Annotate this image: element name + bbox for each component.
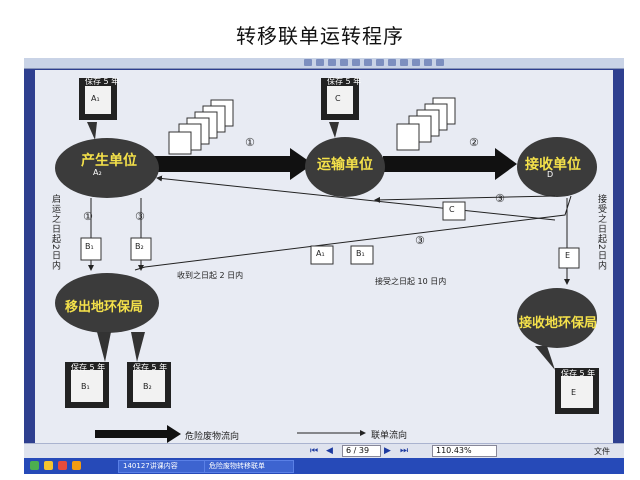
kept-doc-label: 保存 5 年 — [85, 77, 120, 86]
taskbar-item-1[interactable]: 140127讲课内容 — [118, 460, 208, 473]
transporter-label: 运输单位 — [317, 157, 373, 173]
start-2days-label: 启运之日起2日内 — [50, 194, 60, 271]
quicklaunch-icon[interactable] — [44, 461, 53, 470]
start-icon[interactable] — [30, 461, 39, 470]
doc-b1-mid-text: B₁ — [356, 249, 365, 258]
callout-tail — [87, 122, 97, 140]
transporter-ellipse — [305, 137, 385, 197]
windows-taskbar: 140127讲课内容 危险废物转移联单 — [24, 458, 624, 474]
toolbar-button[interactable] — [328, 59, 336, 66]
receive-epb-ellipse — [517, 288, 597, 348]
doc-a1-text: A₁ — [316, 249, 325, 258]
export-epb-label: 移出地环保局 — [65, 300, 144, 315]
kept-doc-c: C — [335, 94, 341, 103]
doc-e — [558, 247, 580, 269]
accepted-2days-label: 接受之日起2日内 — [596, 194, 606, 271]
kept-doc-a1: A₁ — [91, 94, 100, 103]
toolbar-button[interactable] — [388, 59, 396, 66]
slide-title: 转移联单运转程序 — [236, 24, 404, 48]
prev-page-button[interactable]: ◀ — [326, 446, 333, 456]
viewer-right-label: 文件 — [594, 447, 610, 456]
quicklaunch-icon[interactable] — [58, 461, 67, 470]
bottom-kept-b2: B₂ — [143, 382, 152, 391]
viewer-navbar: ⏮ ◀ 6 / 39 ▶ ⏭ 110.43% 文件 — [24, 443, 624, 458]
legend-waste-flow: 危险废物流向 — [185, 432, 240, 442]
toolbar-button[interactable] — [376, 59, 384, 66]
doc-b1-mid — [350, 245, 374, 265]
viewer-toolbar — [24, 58, 624, 69]
toolbar-button[interactable] — [316, 59, 324, 66]
toolbar-button[interactable] — [364, 59, 372, 66]
taskbar-item-2[interactable]: 危险废物转移联单 — [204, 460, 294, 473]
first-page-button[interactable]: ⏮ — [310, 446, 319, 456]
receive-epb-label: 接收地环保局 — [519, 316, 598, 331]
doc-a1 — [310, 245, 334, 265]
kept-doc-label: 保存 5 年 — [327, 77, 362, 86]
toolbar-button[interactable] — [340, 59, 348, 66]
waste-flow-arrow — [383, 148, 517, 180]
doc-c — [442, 201, 466, 221]
step-marker-3: ③ — [135, 210, 145, 223]
toolbar-button[interactable] — [424, 59, 432, 66]
receiver-doc-d: D — [547, 170, 554, 179]
producer-label: 产生单位 — [81, 153, 137, 169]
step-marker-2: ② — [469, 136, 479, 149]
step-marker-3: ③ — [495, 192, 505, 205]
bottom-kept-label: 保存 5 年 — [71, 363, 106, 372]
screen-photo: 产生单位 运输单位 接收单位 移出地环保局 接收地环保局 保存 5 年 A₁ 保… — [24, 58, 624, 474]
received-2days-label: 收到之日起 2 日内 — [177, 271, 244, 280]
last-page-button[interactable]: ⏭ — [400, 446, 409, 456]
zoom-select[interactable]: 110.43% — [432, 445, 497, 457]
receiver-label: 接收单位 — [525, 157, 581, 173]
toolbar-button[interactable] — [304, 59, 312, 66]
legend-manifest-flow: 联单流向 — [371, 431, 408, 441]
doc-e-text: E — [565, 251, 571, 260]
page-input[interactable]: 6 / 39 — [342, 445, 381, 457]
callout-tail — [329, 122, 339, 138]
toolbar-button[interactable] — [400, 59, 408, 66]
document-page: 产生单位 运输单位 接收单位 移出地环保局 接收地环保局 保存 5 年 A₁ 保… — [35, 70, 613, 443]
doc-b2 — [130, 237, 152, 261]
step-marker-3: ③ — [415, 234, 425, 247]
accepted-10days-label: 接受之日起 10 日内 — [375, 277, 447, 286]
export-epb-ellipse — [55, 273, 159, 333]
bottom-kept-b1: B₁ — [81, 382, 90, 391]
doc-b1-text: B₁ — [85, 242, 94, 251]
doc-b1 — [80, 237, 102, 261]
bottom-kept-label: 保存 5 年 — [133, 363, 168, 372]
doc-b2-text: B₂ — [135, 242, 144, 251]
step-marker-1: ① — [83, 210, 93, 223]
receiver-ellipse — [517, 137, 597, 197]
quicklaunch-icon[interactable] — [72, 461, 81, 470]
flow-diagram — [55, 78, 599, 443]
producer-ellipse — [55, 138, 159, 198]
waste-flow-arrow — [153, 148, 313, 180]
toolbar-button[interactable] — [352, 59, 360, 66]
legend-thick-arrow — [95, 425, 181, 443]
bottom-kept-label: 保存 5 年 — [561, 369, 596, 378]
next-page-button[interactable]: ▶ — [384, 446, 391, 456]
step-marker-1: ① — [245, 136, 255, 149]
doc-c-text: C — [449, 205, 455, 214]
producer-doc-a2: A₂ — [93, 168, 102, 177]
toolbar-button[interactable] — [412, 59, 420, 66]
bottom-kept-e: E — [571, 388, 577, 397]
toolbar-button[interactable] — [436, 59, 444, 66]
